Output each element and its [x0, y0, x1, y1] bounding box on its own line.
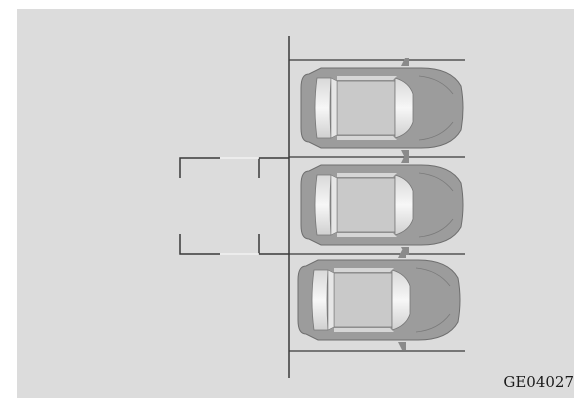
target-slot-gap	[220, 157, 259, 255]
target-slot-outline	[179, 157, 289, 255]
figure-code: GE04027	[503, 373, 574, 391]
diagram-background	[17, 9, 574, 398]
parked-car	[300, 57, 464, 159]
parked-car	[297, 249, 461, 351]
parked-car	[300, 154, 464, 256]
